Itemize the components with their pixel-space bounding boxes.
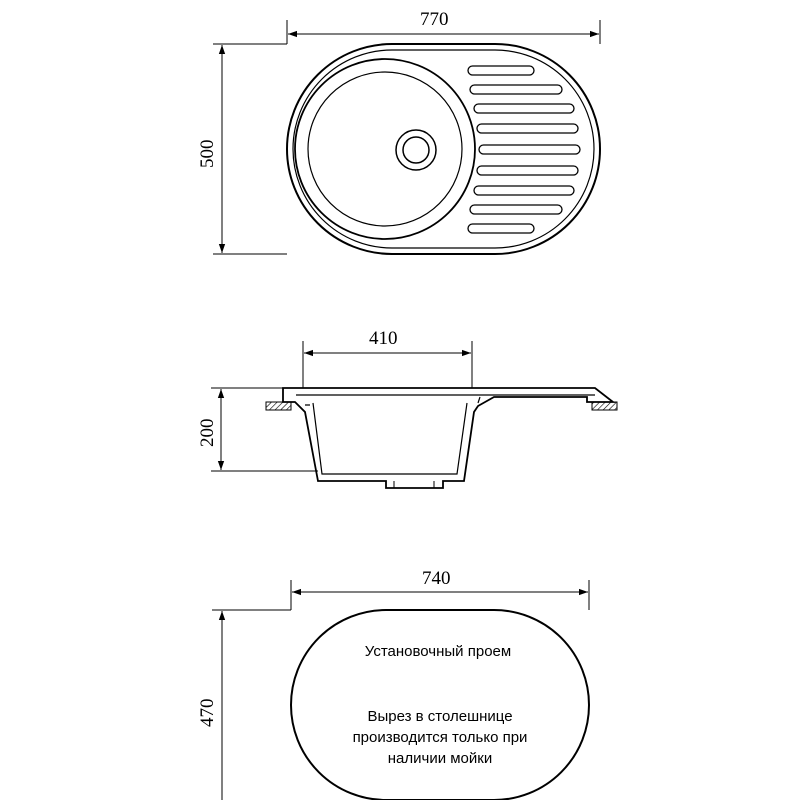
- rib: [476, 165, 579, 176]
- sink-profile: [282, 387, 616, 489]
- cutout-height-label: 470: [197, 699, 218, 728]
- drain-outer: [395, 129, 437, 171]
- cutout-outline: [290, 609, 590, 800]
- depth-label: 200: [197, 419, 218, 448]
- drainboard-ribs: [467, 65, 581, 234]
- drain-inner: [402, 136, 430, 164]
- rib: [469, 84, 563, 95]
- sink-profile-inner: [296, 394, 595, 475]
- top-view: 770 500: [197, 9, 601, 255]
- rib: [467, 223, 535, 234]
- countertop-right: [591, 401, 618, 411]
- bowl-rim: [294, 58, 476, 240]
- rib: [478, 144, 581, 155]
- cutout-note-line: наличии мойки: [388, 750, 492, 767]
- bowl-inner: [307, 71, 463, 227]
- cutout-view: 740 470 Установочный проем Вырез в столе…: [197, 568, 590, 800]
- cutout-note-line: производится только при: [353, 729, 528, 746]
- rib: [476, 123, 579, 134]
- side-view: 410 200: [197, 328, 618, 489]
- countertop-left: [265, 401, 292, 411]
- rib: [473, 185, 575, 196]
- sink-outer-outline: [286, 43, 601, 255]
- rib: [469, 204, 563, 215]
- width-label: 770: [420, 9, 449, 30]
- sink-inner-outline: [292, 49, 595, 249]
- rib: [473, 103, 575, 114]
- height-label: 500: [197, 140, 218, 169]
- bowl-width-label: 410: [369, 328, 398, 349]
- rib: [467, 65, 535, 76]
- cutout-title: Установочный проем: [365, 643, 511, 660]
- cutout-width-label: 740: [422, 568, 451, 589]
- cutout-note-line: Вырез в столешнице: [367, 708, 512, 725]
